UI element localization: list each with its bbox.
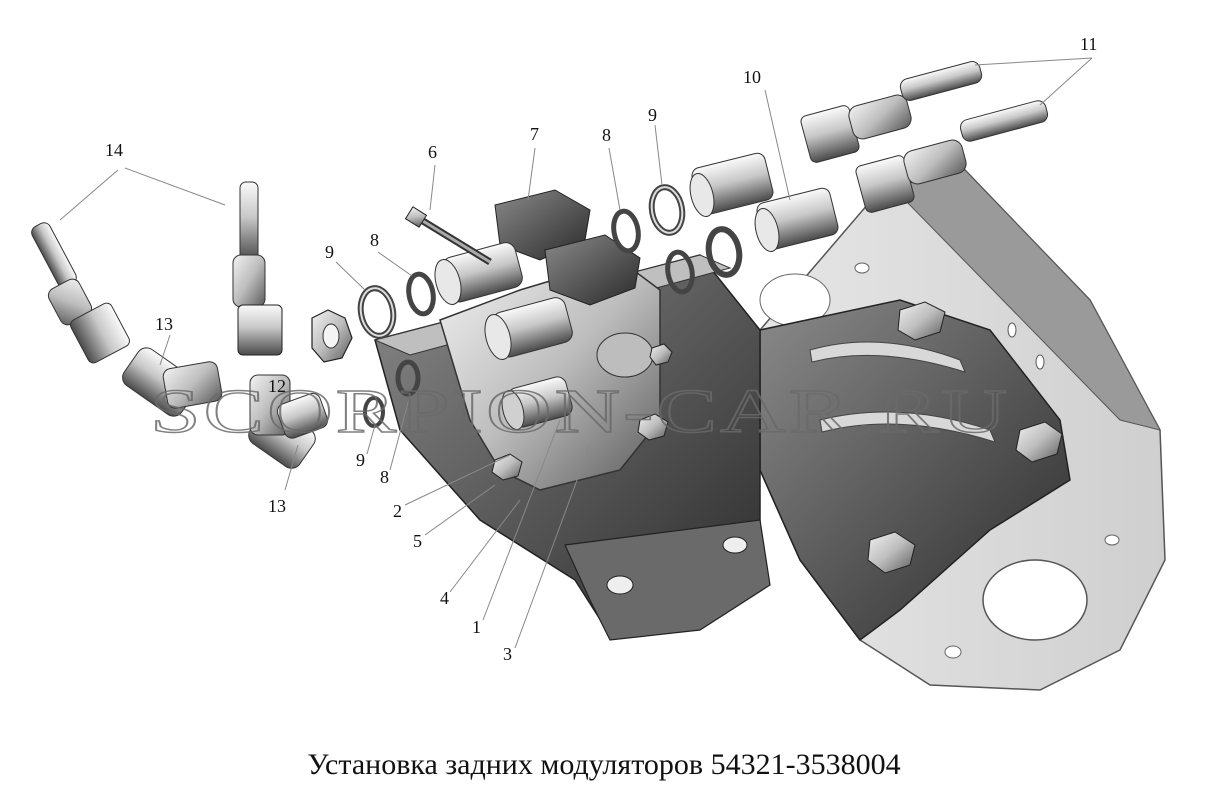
callout-2: 2 [393, 501, 402, 521]
hose-fitting-vertical [232, 181, 283, 356]
valve-port [484, 297, 573, 360]
elbow-fitting [122, 347, 223, 417]
bracket-slot [1007, 322, 1017, 338]
callout-3: 3 [503, 644, 512, 664]
sealing-ring [611, 208, 641, 254]
valve-nut [637, 413, 669, 441]
callout-5: 5 [413, 531, 422, 551]
callout-labels: 14 13 12 13 9 8 6 7 8 9 10 11 9 8 2 5 4 … [105, 34, 1097, 664]
callout-13: 13 [268, 496, 286, 516]
callout-8: 8 [370, 230, 379, 250]
callout-9: 9 [356, 450, 365, 470]
bracket-slot [1035, 354, 1045, 370]
bracket-small-hole [1104, 534, 1120, 546]
bracket-small-hole [944, 645, 962, 659]
callout-14: 14 [105, 140, 123, 160]
sealing-ring [395, 359, 421, 397]
sealing-ring [406, 271, 436, 317]
bracket-bolt [1015, 421, 1063, 463]
sealing-ring [665, 249, 695, 295]
bracket-small-hole [854, 262, 870, 274]
callout-4: 4 [440, 588, 449, 608]
bracket-foot-hole [722, 536, 748, 554]
callout-6: 6 [428, 142, 437, 162]
bracket-bolt [867, 531, 916, 574]
bracket-bolt [897, 301, 946, 341]
bracket-web [759, 299, 1071, 642]
callout-1: 1 [472, 617, 481, 637]
callout-7: 7 [530, 124, 539, 144]
valve-nut [649, 343, 673, 366]
hose-fitting-left [31, 222, 130, 364]
diagram-caption: Установка задних модуляторов 54321-35380… [307, 748, 901, 781]
bracket-foot [564, 519, 771, 641]
watermark: SCORPION-CAR.RU [150, 378, 1010, 446]
hose-fitting [855, 100, 1049, 213]
bracket-large-hole [982, 559, 1088, 641]
valve-connector [596, 332, 654, 378]
bracket-rib [809, 341, 966, 373]
callout-13: 13 [155, 314, 173, 334]
hose-fitting [800, 61, 983, 163]
callout-8: 8 [602, 125, 611, 145]
callout-12: 12 [268, 376, 286, 396]
modulator-valve [434, 189, 673, 491]
callout-8: 8 [380, 467, 389, 487]
bracket-foot-hole [606, 575, 634, 595]
callout-9: 9 [648, 105, 657, 125]
sealing-ring [357, 285, 397, 339]
callout-10: 10 [743, 67, 761, 87]
hex-nut [311, 309, 353, 363]
sealing-ring [648, 184, 686, 236]
sealing-ring [363, 396, 385, 428]
bolt [404, 206, 492, 265]
leader-lines [59, 57, 1093, 649]
callout-11: 11 [1080, 34, 1097, 54]
callout-9: 9 [325, 242, 334, 262]
adapter-fitting [689, 152, 774, 218]
valve-port [501, 376, 573, 430]
adapter-fitting [754, 187, 839, 253]
bracket-rib [819, 411, 996, 443]
valve-port [434, 242, 523, 305]
sealing-ring [705, 226, 743, 278]
elbow-fitting [248, 374, 329, 469]
valve-cap [544, 234, 641, 306]
